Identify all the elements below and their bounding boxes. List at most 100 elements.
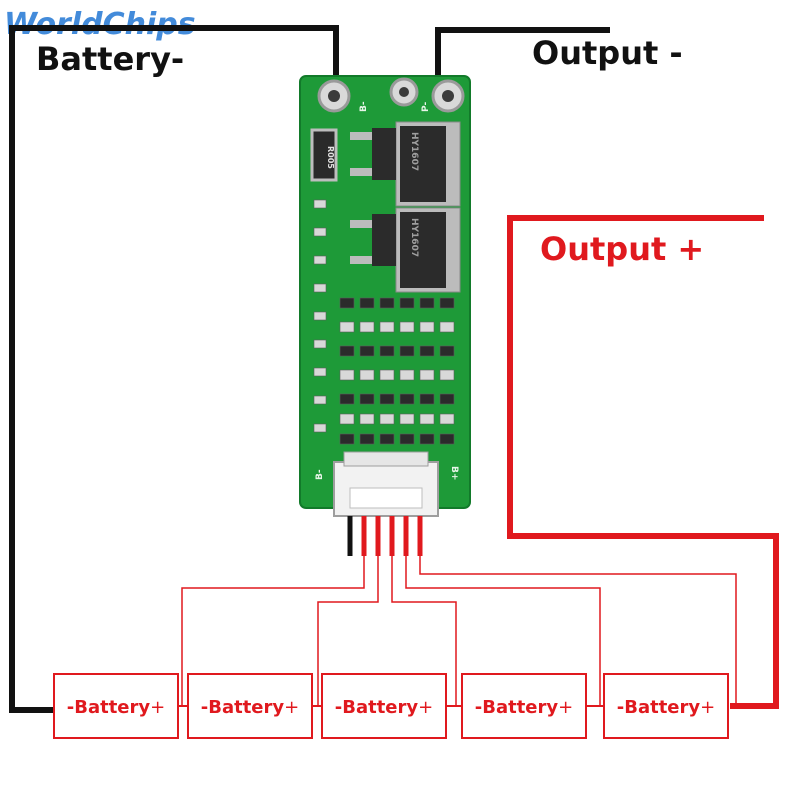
smd-chip <box>419 369 435 381</box>
smd-chip <box>359 321 375 333</box>
smd-chip <box>399 321 415 333</box>
battery-cell-outline <box>321 673 447 739</box>
bms-protection-board: B- P- R005 HY1607 HY1607 <box>299 75 471 517</box>
smd-chip <box>419 321 435 333</box>
battery-cell-outline <box>187 673 313 739</box>
output-positive-label: Output + <box>540 230 704 268</box>
battery-name: Battery <box>74 697 150 718</box>
balance-wire-3 <box>391 556 457 706</box>
balance-wire-5 <box>419 556 737 706</box>
battery-positive-terminal: + <box>284 697 299 718</box>
smd-chip <box>379 321 395 333</box>
battery-negative-terminal: - <box>201 697 208 718</box>
smd-chip <box>379 369 395 381</box>
output-negative-label: Output - <box>532 34 683 72</box>
balance-wire-4 <box>405 556 601 706</box>
pad-hole <box>328 90 340 102</box>
smd-chip <box>339 345 355 357</box>
battery-name: Battery <box>208 697 284 718</box>
smd-chip <box>339 433 355 445</box>
battery-cell-1: -Battery+ <box>53 673 179 739</box>
battery-negative-terminal: - <box>67 697 74 718</box>
battery-cell-label: -Battery+ <box>335 697 433 718</box>
smd-resistor <box>313 227 327 237</box>
smd-chip <box>399 413 415 425</box>
battery-cell-outline <box>461 673 587 739</box>
mosfet-2-code: HY1607 <box>409 218 419 257</box>
balance-wires <box>181 556 737 706</box>
battery-positive-terminal: + <box>700 697 715 718</box>
pad-hole <box>442 90 454 102</box>
battery-cell-3: -Battery+ <box>321 673 447 739</box>
smd-resistor <box>313 423 327 433</box>
battery-negative-terminal: - <box>617 697 624 718</box>
smd-chip <box>339 297 355 309</box>
smd-chip <box>379 345 395 357</box>
smd-resistor <box>313 311 327 321</box>
smd-resistor <box>313 255 327 265</box>
smd-chip <box>439 321 455 333</box>
battery-cell-label: -Battery+ <box>67 697 165 718</box>
battery-cell-outline <box>603 673 729 739</box>
smd-chip <box>399 393 415 405</box>
smd-resistor <box>313 199 327 209</box>
battery-pack: -Battery+-Battery+-Battery+-Battery+-Bat… <box>53 673 729 739</box>
smd-chip <box>399 433 415 445</box>
smd-chip <box>419 413 435 425</box>
smd-chip <box>439 413 455 425</box>
balance-connector <box>333 451 439 517</box>
battery-positive-terminal: + <box>418 697 433 718</box>
battery-negative-terminal: - <box>475 697 482 718</box>
pad-b-minus-label: B- <box>359 101 369 112</box>
smd-chip <box>359 393 375 405</box>
battery-cell-outline <box>53 673 179 739</box>
smd-chip <box>399 345 415 357</box>
smd-resistor <box>313 367 327 377</box>
smd-chip <box>439 433 455 445</box>
smd-resistor <box>313 395 327 405</box>
battery-cell-label: -Battery+ <box>617 697 715 718</box>
battery-name: Battery <box>342 697 418 718</box>
smd-chip <box>379 433 395 445</box>
smd-chip <box>339 413 355 425</box>
mosfet-2: HY1607 <box>350 207 461 293</box>
smd-chip <box>439 393 455 405</box>
shunt-resistor-code: R005 <box>326 146 335 169</box>
smd-chip <box>379 297 395 309</box>
smd-component-array <box>313 199 455 445</box>
smd-resistor <box>313 283 327 293</box>
battery-negative-label: Battery- <box>36 40 184 78</box>
smd-chip <box>379 393 395 405</box>
smd-chip <box>399 297 415 309</box>
mosfet-1: HY1607 <box>350 121 461 207</box>
battery-positive-terminal: + <box>150 697 165 718</box>
smd-chip <box>359 345 375 357</box>
connector-leads <box>347 516 423 556</box>
connector-b-plus-label: B+ <box>449 466 459 480</box>
watermark-logo: WorldChips <box>4 7 196 42</box>
connector-b-minus-label: B- <box>315 469 325 480</box>
smd-chip <box>339 393 355 405</box>
smd-chip <box>359 433 375 445</box>
balance-wire-2 <box>317 556 379 706</box>
smd-chip <box>359 369 375 381</box>
smd-resistor <box>313 339 327 349</box>
mosfet-1-code: HY1607 <box>409 132 419 171</box>
smd-chip <box>439 297 455 309</box>
smd-chip <box>439 369 455 381</box>
smd-chip <box>399 369 415 381</box>
smd-chip <box>419 297 435 309</box>
battery-cell-4: -Battery+ <box>461 673 587 739</box>
pad-hole <box>399 87 409 97</box>
battery-name: Battery <box>624 697 700 718</box>
battery-cell-label: -Battery+ <box>201 697 299 718</box>
balance-wire-1 <box>181 556 365 706</box>
battery-negative-wire <box>9 25 339 713</box>
smd-chip <box>419 345 435 357</box>
smd-chip <box>419 393 435 405</box>
shunt-resistor <box>310 128 338 182</box>
smd-chip <box>439 345 455 357</box>
smd-chip <box>379 413 395 425</box>
battery-cell-2: -Battery+ <box>187 673 313 739</box>
